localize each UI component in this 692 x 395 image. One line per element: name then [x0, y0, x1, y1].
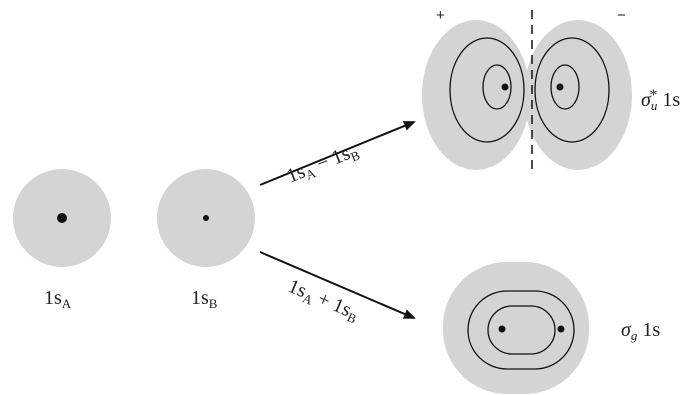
bonding-contour-outer — [467, 290, 575, 370]
bonding-orbital-label: σg 1s — [621, 319, 661, 343]
atom-b-label: 1sB — [191, 287, 218, 311]
antibonding-arrow — [259, 121, 416, 186]
bonding-arrow — [259, 251, 416, 319]
bonding-cloud — [443, 262, 589, 394]
antibonding-orbital-label: σu* 1s — [641, 87, 681, 113]
bonding-nucleus-b — [557, 325, 565, 333]
antibonding-left-lobe — [422, 20, 530, 170]
bonding-nucleus-a — [498, 325, 506, 333]
atom-a-label: 1sA — [44, 287, 72, 311]
atom-a-nucleus — [57, 213, 67, 223]
plus-sign: + — [436, 7, 445, 24]
antibonding-nucleus-a — [501, 83, 509, 91]
bonding-contour-inner — [487, 305, 556, 355]
antibonding-right-contour-inner — [550, 64, 580, 110]
antibonding-nucleus-b — [556, 83, 564, 91]
antibonding-right-contour-outer — [534, 37, 610, 143]
antibonding-left-contour-inner — [482, 64, 512, 110]
antibonding-left-contour-outer — [449, 37, 525, 143]
minus-sign: − — [617, 7, 626, 24]
bonding-orbital — [443, 262, 589, 394]
antibonding-orbital — [422, 10, 632, 170]
atom-b-nucleus — [203, 215, 209, 221]
